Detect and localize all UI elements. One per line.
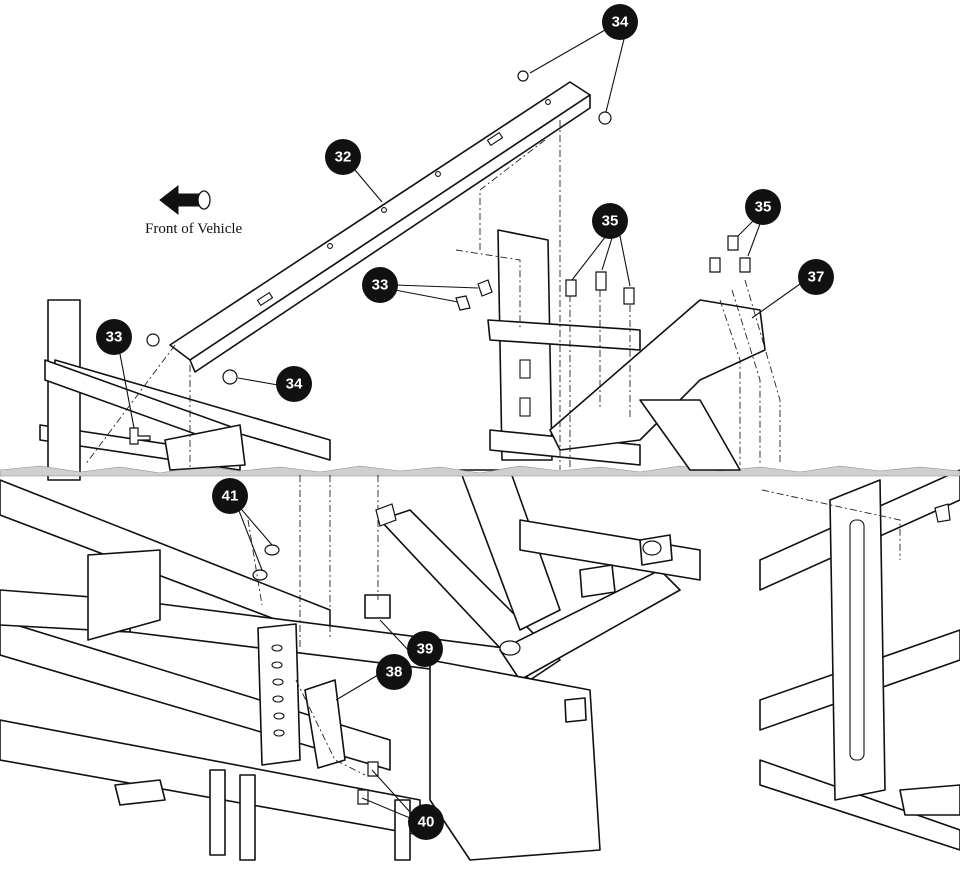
svg-text:39: 39 <box>417 641 434 658</box>
bolt-icon <box>595 271 607 291</box>
right-inset-detail <box>759 469 960 851</box>
svg-text:32: 32 <box>335 149 352 166</box>
svg-text:37: 37 <box>808 269 825 286</box>
svg-text:33: 33 <box>372 277 389 294</box>
front-of-vehicle-label: Front of Vehicle <box>145 221 243 237</box>
callout-40: 40 <box>408 804 444 840</box>
bolt-icon <box>455 295 471 311</box>
nut-icon <box>517 70 529 82</box>
callout-32: 32 <box>325 139 361 175</box>
alignment-lines <box>84 120 901 776</box>
nut-icon <box>146 333 160 347</box>
mount-bracket <box>549 299 766 451</box>
bolt-icon <box>709 257 721 273</box>
bolt-icon <box>367 761 379 777</box>
callout-33-left: 33 <box>96 319 132 355</box>
bolt-icon <box>129 427 151 445</box>
svg-text:35: 35 <box>755 199 772 216</box>
chassis-frame <box>0 299 701 861</box>
callout-34-lower: 34 <box>276 366 312 402</box>
fasteners <box>129 70 951 805</box>
callout-33-center: 33 <box>362 267 398 303</box>
callout-37: 37 <box>798 259 834 295</box>
callout-34-top: 34 <box>602 4 638 40</box>
nut-icon <box>222 369 238 385</box>
bolt-icon <box>357 789 369 805</box>
callout-39: 39 <box>407 631 443 667</box>
svg-text:38: 38 <box>386 664 403 681</box>
front-of-vehicle-indicator: Front of Vehicle <box>145 184 243 237</box>
callout-38: 38 <box>376 654 412 690</box>
bolt-icon <box>739 257 751 273</box>
callout-41: 41 <box>212 478 248 514</box>
bolt-icon <box>375 503 397 527</box>
svg-text:34: 34 <box>286 376 303 393</box>
bolt-icon <box>934 503 951 523</box>
bolt-icon <box>565 279 577 297</box>
bolt-icon <box>477 279 493 297</box>
nut-icon <box>598 111 612 125</box>
bolt-icon <box>727 235 739 251</box>
svg-text:34: 34 <box>612 14 629 31</box>
leader-lines <box>119 29 801 819</box>
bolt-icon <box>623 287 635 305</box>
svg-text:35: 35 <box>602 213 619 230</box>
callout-35-center: 35 <box>592 203 628 239</box>
svg-text:40: 40 <box>418 814 435 831</box>
svg-text:41: 41 <box>222 488 239 505</box>
callout-35-right: 35 <box>745 189 781 225</box>
svg-text:33: 33 <box>106 329 123 346</box>
upper-assembly <box>44 81 766 471</box>
